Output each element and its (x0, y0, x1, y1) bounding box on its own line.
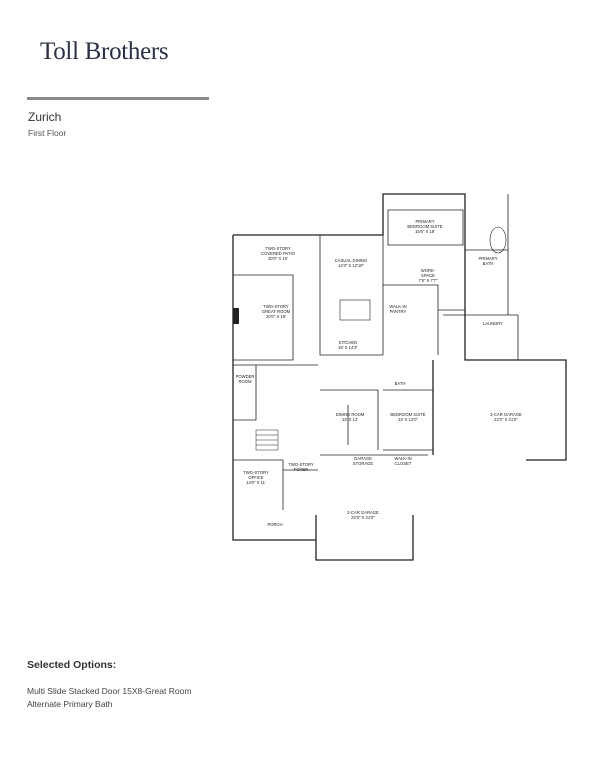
bathtub (489, 226, 507, 254)
plan-name: Zurich (28, 110, 62, 124)
brand-logo: Toll Brothers (40, 38, 169, 65)
selected-option-item: Multi Slide Stacked Door 15X8-Great Room (27, 686, 192, 696)
floor-label: First Floor (28, 128, 67, 138)
plan-walls (233, 194, 519, 510)
title-divider (27, 97, 209, 100)
selected-options-heading: Selected Options: (27, 659, 117, 671)
kitchen-island (339, 299, 371, 321)
room-label-laundry: LAUNDRY (483, 321, 503, 326)
fireplace (233, 308, 239, 324)
selected-option-item: Alternate Primary Bath (27, 699, 113, 709)
room-label-porch: PORCH (267, 522, 282, 527)
stair (255, 429, 279, 451)
room-label-bath: BATH (395, 381, 406, 386)
